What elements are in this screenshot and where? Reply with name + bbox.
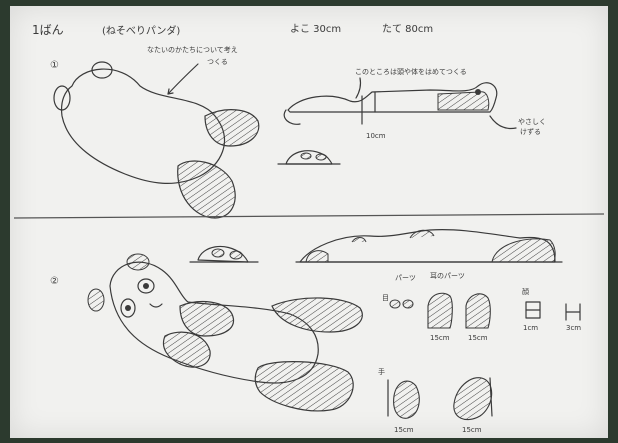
- dim-hand-2: 15cm: [462, 426, 482, 434]
- label-eyes: 目: [382, 294, 389, 302]
- page-number: 1ばん: [32, 23, 64, 37]
- eye-parts: [389, 299, 414, 309]
- panda-body-lying-1: [53, 61, 260, 219]
- width-label: よこ 30cm: [290, 23, 341, 35]
- section-divider: [13, 213, 605, 219]
- arrow-right: [489, 115, 517, 130]
- panda-side-view-1: [283, 82, 498, 125]
- ear-part-2: [465, 293, 491, 329]
- hand-part-2: [453, 377, 493, 421]
- dim-small-2: 3cm: [566, 324, 581, 332]
- label-ears: 耳のパーツ: [430, 272, 465, 280]
- subtitle: (ねそべりパンダ): [102, 24, 180, 37]
- sketch-paper: 1ばん (ねそべりパンダ) よこ 30cm たて 80cm ① なたいのかたちに…: [10, 6, 608, 438]
- label-parts: パーツ: [395, 274, 416, 282]
- arrow-head: [167, 88, 174, 95]
- section2-number: ②: [50, 276, 59, 287]
- panda-body-lying-2: [87, 253, 363, 412]
- section1-note-top: なたいのかたちについて考え: [147, 46, 238, 54]
- height-label: たて 80cm: [382, 23, 433, 35]
- section1-note-right2: けずる: [520, 127, 541, 136]
- panda-head-side-1: [277, 150, 341, 165]
- arrow-note: [167, 63, 199, 95]
- dim-10cm: 10cm: [366, 132, 386, 140]
- dim-ear-1: 15cm: [430, 334, 450, 342]
- section1-number: ①: [50, 60, 59, 71]
- dim-small-1: 1cm: [523, 324, 538, 332]
- sketch-drawing: 1ばん (ねそべりパンダ) よこ 30cm たて 80cm ① なたいのかたちに…: [13, 23, 605, 434]
- dim-ear-2: 15cm: [468, 334, 488, 342]
- arrow-side: [355, 77, 362, 99]
- panda-side-view-2: [295, 229, 563, 263]
- section1-note-top2: つくる: [207, 58, 228, 66]
- label-face: 顔: [522, 287, 529, 296]
- label-hand: 手: [378, 367, 385, 376]
- section1-note-right: やさしく: [518, 118, 546, 126]
- dim-hand-1: 15cm: [394, 426, 414, 434]
- ear-part-1: [427, 292, 453, 329]
- small-part-1: [525, 301, 541, 319]
- small-part-2: [565, 303, 581, 321]
- hand-part-1: [387, 379, 420, 419]
- section1-note-side: このところは頭や体をはめてつくる: [355, 67, 467, 76]
- panda-head-side-2: [189, 245, 259, 263]
